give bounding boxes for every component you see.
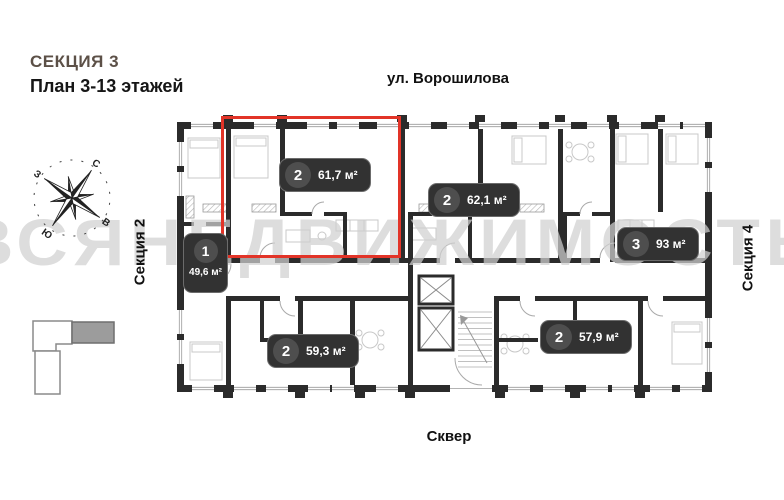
apartment-badge[interactable]: 1 49,6 м² xyxy=(183,233,228,293)
apartment-badge[interactable]: 3 93 м² xyxy=(617,227,699,261)
room-count-badge: 2 xyxy=(285,162,311,188)
room-count-badge: 2 xyxy=(546,324,572,350)
compass-north-label: С xyxy=(90,157,102,170)
highlight-rectangle xyxy=(221,116,401,258)
apartment-badge[interactable]: 2 59,3 м² xyxy=(267,334,359,368)
street-label-top: ул. Ворошилова xyxy=(387,70,509,87)
floor-range-subtitle: План 3-13 этажей xyxy=(30,76,184,96)
apartment-badge[interactable]: 2 62,1 м² xyxy=(428,183,520,217)
apartment-badge[interactable]: 2 57,9 м² xyxy=(540,320,632,354)
elevator-shafts xyxy=(417,274,455,352)
minimap-building-wing xyxy=(34,350,61,395)
room-count-badge: 3 xyxy=(623,231,649,257)
apartment-area-label: 61,7 м² xyxy=(318,168,358,182)
room-count-badge: 2 xyxy=(273,338,299,364)
staircase xyxy=(458,311,492,368)
room-count-badge: 1 xyxy=(193,239,218,263)
section-title: СЕКЦИЯ 3 xyxy=(30,52,120,71)
apartment-area-label: 93 м² xyxy=(656,237,686,251)
location-minimap xyxy=(32,320,115,395)
section-label-right: Секция 4 xyxy=(739,224,757,292)
furniture xyxy=(187,133,703,381)
apartment-area-label: 49,6 м² xyxy=(189,267,222,278)
apartment-area-label: 62,1 м² xyxy=(467,193,507,207)
compass-rose-icon: С В Ю З xyxy=(31,157,112,242)
room-count-badge: 2 xyxy=(434,187,460,213)
apartment-badge-highlighted[interactable]: 2 61,7 м² xyxy=(279,158,371,192)
compass-west-label: З xyxy=(31,168,42,181)
compass-south-label: Ю xyxy=(39,227,54,242)
compass-east-label: В xyxy=(100,216,112,229)
minimap-current-section xyxy=(71,321,115,344)
minimap-building-outline xyxy=(32,320,73,352)
building-entrance xyxy=(450,385,492,392)
apartment-area-label: 57,9 м² xyxy=(579,330,619,344)
park-label-bottom: Сквер xyxy=(426,428,472,445)
apartment-area-label: 59,3 м² xyxy=(306,344,346,358)
section-label-left: Секция 2 xyxy=(131,218,149,286)
